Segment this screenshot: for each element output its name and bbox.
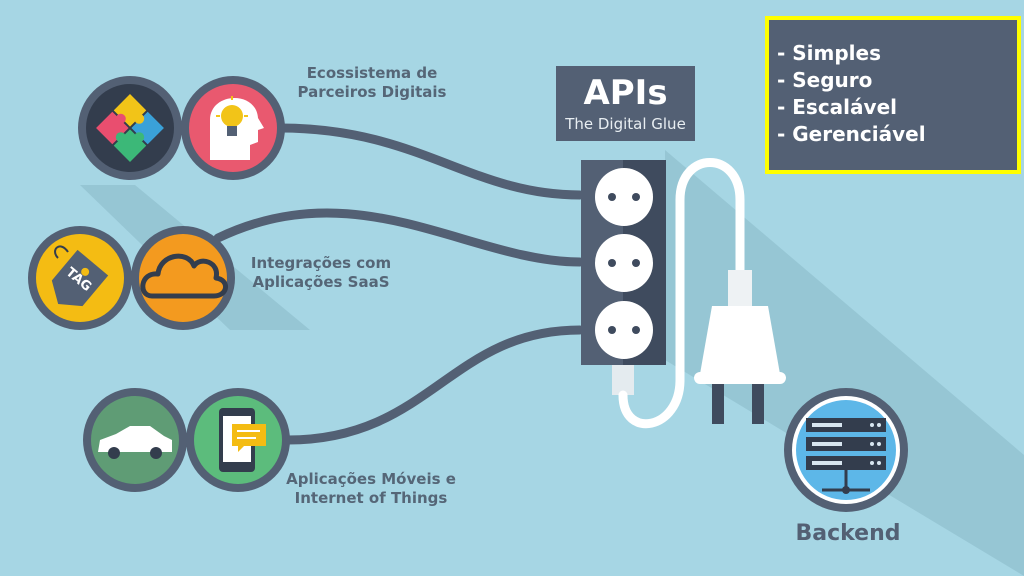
plug-cord	[612, 158, 786, 429]
feature-simple: - Simples	[777, 41, 882, 65]
smartphone-message-icon	[186, 388, 290, 492]
backend-label: Backend	[795, 521, 901, 546]
power-strip-shadow	[665, 150, 1024, 576]
api-title: APIs	[583, 73, 668, 113]
cable-partners	[275, 123, 585, 200]
cable-mobile	[283, 325, 585, 445]
api-title-box: APIs The Digital Glue	[556, 66, 695, 141]
label-saas: Integrações com Aplicações SaaS	[250, 254, 392, 291]
lightbulb-head-icon	[181, 76, 285, 180]
cable-saas	[213, 208, 585, 267]
power-strip	[581, 160, 666, 365]
feature-scalable: - Escalável	[777, 95, 897, 119]
label-partners: Ecossistema de Parceiros Digitais	[297, 64, 447, 101]
server-icon	[784, 388, 908, 512]
feature-manageable: - Gerenciável	[777, 122, 926, 146]
socket-1	[595, 168, 653, 226]
puzzle-icon	[78, 76, 182, 180]
car-icon	[83, 388, 187, 492]
tag-icon	[28, 226, 132, 330]
features-box: - Simples - Seguro - Escalável - Gerenci…	[765, 16, 1021, 174]
api-subtitle: The Digital Glue	[565, 115, 686, 133]
socket-3	[595, 301, 653, 359]
label-mobile: Aplicações Móveis e Internet of Things	[286, 470, 456, 507]
feature-secure: - Seguro	[777, 68, 873, 92]
cloud-icon	[131, 226, 235, 330]
socket-2	[595, 234, 653, 292]
